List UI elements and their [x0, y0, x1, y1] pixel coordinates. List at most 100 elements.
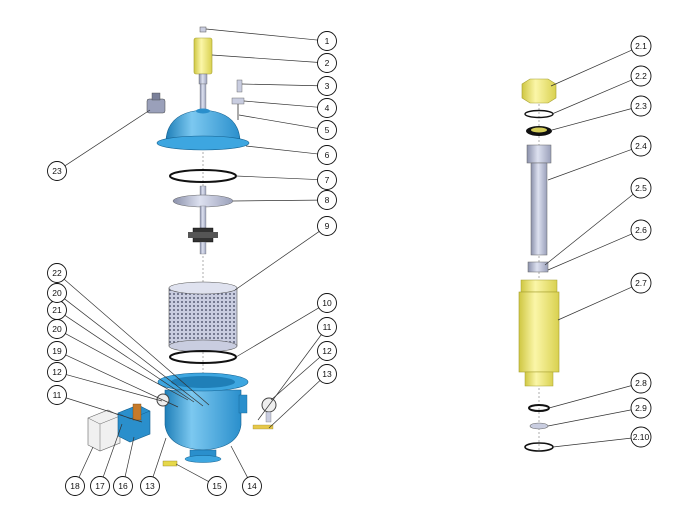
main-label-21: 21 — [52, 305, 62, 315]
main-balloon-24: 23 — [47, 161, 67, 181]
detail-balloon-10: 2.10 — [630, 426, 652, 448]
main-leader-25 — [66, 374, 163, 402]
detail-balloon-1: 2.1 — [630, 35, 652, 57]
main-leader-18 — [78, 446, 94, 478]
detail-leader-7 — [557, 286, 633, 321]
main-balloon-10: 10 — [317, 293, 337, 313]
main-label-8: 8 — [325, 195, 330, 205]
main-label-15: 15 — [212, 481, 222, 491]
main-balloon-14: 14 — [242, 476, 262, 496]
detail-balloon-6: 2.6 — [630, 219, 652, 241]
main-leader-4 — [243, 100, 318, 108]
detail-leader-3 — [551, 108, 632, 131]
main-leader-24 — [64, 109, 151, 167]
main-balloon-6: 6 — [317, 145, 337, 165]
main-balloon-19: 19 — [47, 341, 67, 361]
main-balloon-18: 18 — [65, 476, 85, 496]
detail-balloon-4: 2.4 — [630, 135, 652, 157]
detail-balloon-8: 2.8 — [630, 372, 652, 394]
detail-label-2: 2.2 — [635, 71, 647, 81]
detail-seal-insert-icon — [531, 127, 547, 133]
main-label-6: 6 — [325, 150, 330, 160]
main-balloon-11: 11 — [317, 317, 337, 337]
main-balloon-22: 20 — [47, 283, 67, 303]
main-leader-5 — [238, 114, 318, 129]
part-valve-body-icon — [157, 372, 249, 463]
detail-leader-10 — [552, 437, 632, 448]
main-label-2: 2 — [325, 58, 330, 68]
main-balloon-2: 2 — [317, 53, 337, 73]
main-label-10: 10 — [322, 298, 332, 308]
main-label-12: 12 — [322, 346, 332, 356]
main-label-4: 4 — [325, 103, 330, 113]
main-balloon-17: 17 — [90, 476, 110, 496]
main-label-16: 16 — [118, 481, 128, 491]
main-leader-19 — [65, 354, 179, 408]
detail-washer-icon — [529, 422, 549, 430]
detail-label-8: 2.8 — [635, 378, 647, 388]
leader-lines — [63, 28, 634, 482]
main-balloon-23: 22 — [47, 263, 67, 283]
main-leader-6 — [245, 145, 318, 155]
main-leader-15 — [175, 463, 209, 482]
main-label-9: 9 — [325, 221, 330, 231]
main-assembly — [87, 26, 277, 467]
main-label-24: 23 — [52, 166, 62, 176]
part-balloons: 1234567891011121314151617181920212022231… — [47, 31, 652, 496]
detail-label-10: 2.10 — [633, 432, 650, 442]
detail-label-5: 2.5 — [635, 183, 647, 193]
part-drain-plug-icon — [162, 460, 178, 467]
detail-balloon-9: 2.9 — [630, 397, 652, 419]
main-label-19: 19 — [52, 346, 62, 356]
main-label-7: 7 — [325, 175, 330, 185]
detail-o-ring-icon — [524, 109, 554, 119]
detail-balloon-3: 2.3 — [630, 95, 652, 117]
main-label-22: 20 — [52, 288, 62, 298]
detail-leader-4 — [547, 149, 632, 181]
main-leader-13 — [268, 380, 321, 429]
main-balloon-15: 15 — [207, 476, 227, 496]
part-side-valve-icon — [146, 92, 166, 114]
detail-label-1: 2.1 — [635, 41, 647, 51]
detail-body-icon — [518, 279, 560, 387]
main-label-20: 20 — [52, 324, 62, 334]
detail-nut-icon — [527, 261, 549, 273]
part-float-disc-icon — [172, 185, 234, 255]
main-leader-12 — [270, 356, 321, 401]
main-balloon-13: 13 — [317, 364, 337, 384]
main-label-5: 5 — [325, 125, 330, 135]
detail-cap-icon — [521, 78, 557, 104]
part-small-bolts-icon — [231, 79, 245, 120]
main-label-27: 13 — [145, 481, 155, 491]
main-label-26: 11 — [53, 390, 62, 400]
main-leader-21 — [64, 315, 195, 403]
main-leader-27 — [152, 437, 167, 478]
main-balloon-4: 4 — [317, 98, 337, 118]
main-leader-1 — [205, 28, 318, 41]
main-leader-3 — [241, 83, 318, 87]
main-balloon-5: 5 — [317, 120, 337, 140]
detail-assembly — [518, 78, 560, 452]
detail-label-7: 2.7 — [635, 278, 647, 288]
main-label-11: 11 — [323, 322, 332, 332]
main-leader-16 — [124, 436, 135, 477]
main-label-17: 17 — [95, 481, 105, 491]
main-leader-10 — [235, 307, 320, 358]
main-balloon-8: 8 — [317, 190, 337, 210]
main-balloon-27: 13 — [140, 476, 160, 496]
main-balloon-7: 7 — [317, 170, 337, 190]
detail-leader-1 — [550, 49, 633, 87]
detail-leader-9 — [547, 409, 632, 427]
detail-balloon-2: 2.2 — [630, 65, 652, 87]
main-leader-23 — [63, 278, 210, 406]
main-balloon-9: 9 — [317, 216, 337, 236]
part-sensor-housing-icon — [193, 37, 213, 111]
main-leader-2 — [211, 54, 318, 63]
detail-label-6: 2.6 — [635, 225, 647, 235]
main-label-1: 1 — [325, 36, 330, 46]
main-balloon-26: 11 — [47, 385, 67, 405]
main-label-18: 18 — [70, 481, 80, 491]
main-label-3: 3 — [325, 81, 330, 91]
